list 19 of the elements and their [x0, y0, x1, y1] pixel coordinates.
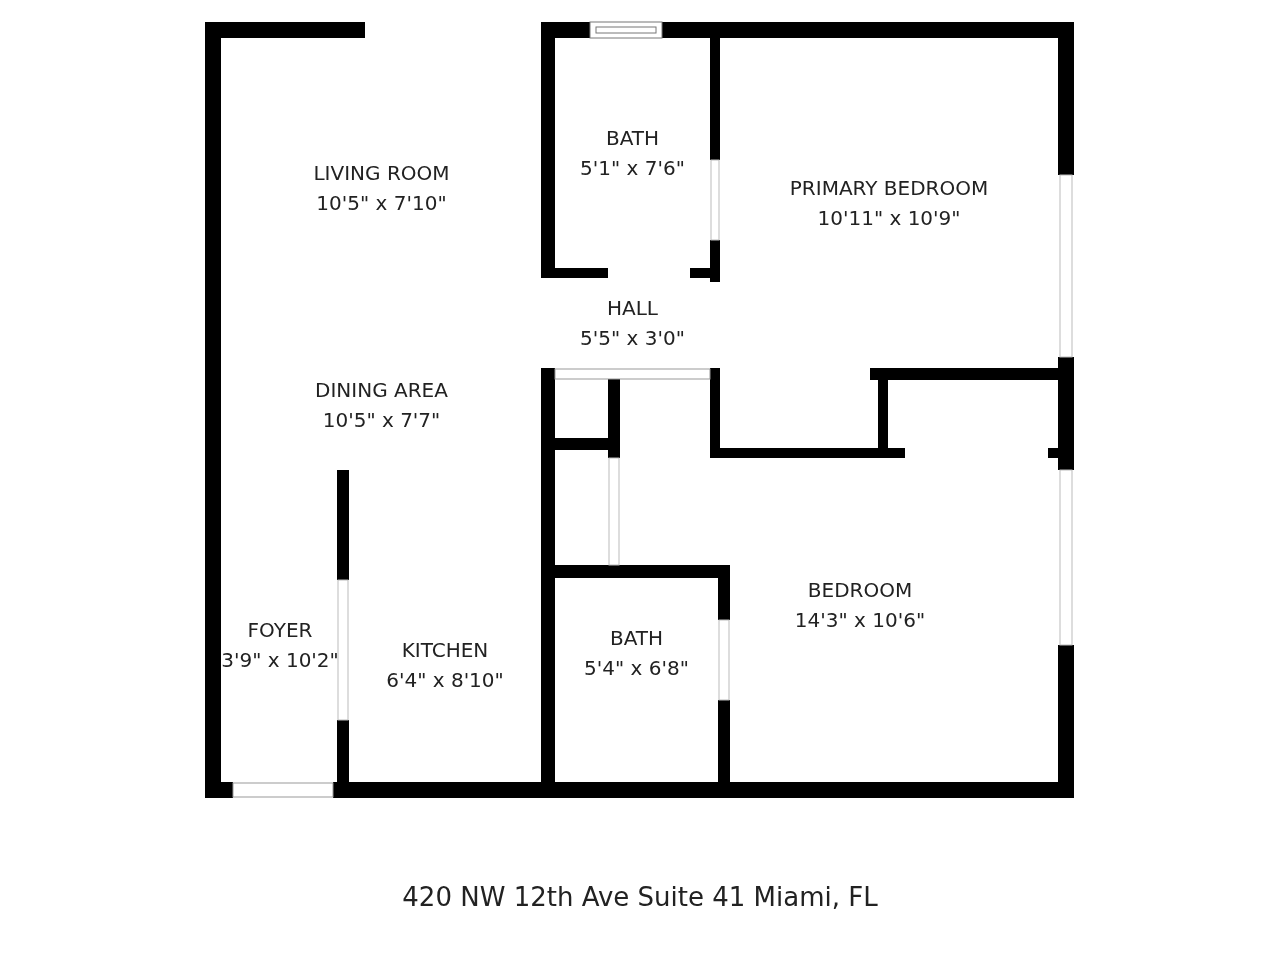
room-name: LIVING ROOM [313, 160, 450, 187]
room-dimensions: 6'4" x 8'10" [386, 667, 504, 694]
room-dimensions: 5'5" x 3'0" [580, 325, 685, 352]
room-dimensions: 10'5" x 7'10" [316, 190, 447, 217]
room-name: DINING AREA [315, 377, 448, 404]
address-caption: 420 NW 12th Ave Suite 41 Miami, FL [402, 882, 878, 912]
room-name: PRIMARY BEDROOM [789, 175, 989, 202]
room-name: KITCHEN [401, 637, 489, 664]
room-name: BATH [609, 625, 664, 652]
room-dimensions: 3'9" x 10'2" [221, 647, 339, 674]
room-name: FOYER [247, 617, 313, 644]
room-dimensions: 5'1" x 7'6" [580, 155, 685, 182]
room-name: BEDROOM [807, 577, 913, 604]
room-dimensions: 14'3" x 10'6" [794, 607, 926, 634]
room-dimensions: 10'5" x 7'7" [322, 407, 441, 434]
room-name: HALL [607, 295, 658, 322]
room-name: BATH [605, 125, 660, 152]
room-dimensions: 5'4" x 6'8" [584, 655, 689, 682]
room-dimensions: 10'11" x 10'9" [817, 205, 961, 232]
